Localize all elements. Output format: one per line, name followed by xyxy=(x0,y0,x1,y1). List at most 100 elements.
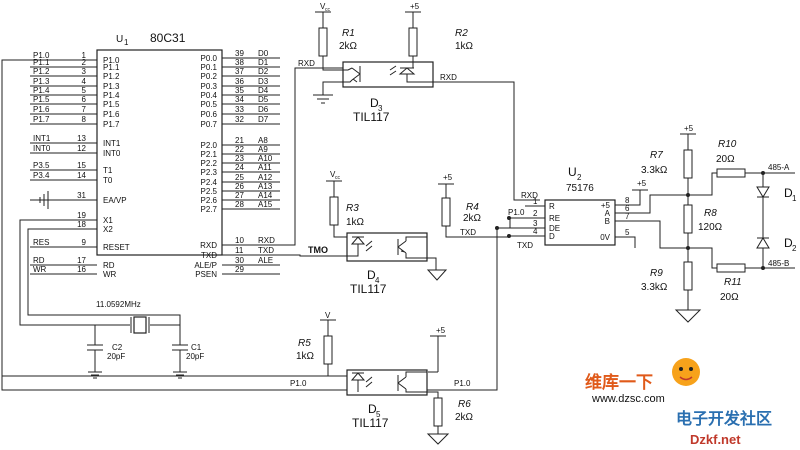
mcu-right-pin-number: 21 xyxy=(235,136,244,145)
r3-ref: R3 xyxy=(346,203,359,214)
mcu-right-pin-name: P0.6 xyxy=(201,110,218,119)
crystal-label: 11.0592MHz xyxy=(96,300,141,309)
mcu-left-pin-name: INT1 xyxy=(103,139,121,148)
mcu-right-pin-number: 11 xyxy=(235,246,244,255)
d5-p10-out: P1.0 xyxy=(454,379,471,388)
r7-value: 3.3kΩ xyxy=(641,165,668,176)
mcu-right-pin-net: A14 xyxy=(258,191,273,200)
mcu-left-pin-number: 14 xyxy=(77,171,86,180)
mcu-left-pin-number: 15 xyxy=(77,161,86,170)
mcu-right-pin-net: D3 xyxy=(258,77,269,86)
d3-package xyxy=(342,61,434,88)
mcu-left-pin-number: 18 xyxy=(77,220,86,229)
svg-text:V: V xyxy=(330,170,336,179)
mcu-left-pin-number: 8 xyxy=(82,115,87,124)
svg-text:cc: cc xyxy=(335,175,341,181)
mcu-left-pin-name: P1.1 xyxy=(103,63,120,72)
mcu-right-pin-number: 27 xyxy=(235,191,244,200)
tmo-label: TMO xyxy=(308,245,328,255)
r10-value: 20Ω xyxy=(716,154,735,165)
mascot-logo xyxy=(672,358,700,386)
mcu-right-pin-number: 22 xyxy=(235,145,244,154)
mcu-left-pin-net: RES xyxy=(33,238,49,247)
c1-value: 20pF xyxy=(186,352,204,361)
mcu-left-pin-net: INT0 xyxy=(33,144,51,153)
mcu-left-pin-number: 2 xyxy=(82,58,87,67)
r1-resistor xyxy=(318,27,328,57)
d3-plus5: +5 xyxy=(410,2,420,11)
r3-value: 1kΩ xyxy=(346,217,365,228)
mcu-left-pin-number: 6 xyxy=(82,95,87,104)
crystal-circuit: 11.0592MHz C2 20pF C1 20pF xyxy=(19,219,204,379)
c2-value: 20pF xyxy=(107,352,125,361)
mcu-left-pin-net: P3.5 xyxy=(33,161,50,170)
mcu-right-pin-name: P2.1 xyxy=(201,150,218,159)
mcu-left-pin-net: P1.5 xyxy=(33,95,50,104)
mcu-right-pin-name: P0.2 xyxy=(201,72,218,81)
mcu-right-pin-number: 25 xyxy=(235,173,244,182)
mcu-right-pin-number: 26 xyxy=(235,182,244,191)
mcu-right-pin-number: 32 xyxy=(235,115,244,124)
rs485-network: +5 R7 3.3kΩ R8 120Ω R9 3.3kΩ +5 R10 20Ω … xyxy=(620,124,797,323)
mcu-right-pin-name: P2.5 xyxy=(201,187,218,196)
mcu-body xyxy=(96,49,223,256)
mcu-right-pin-net: D4 xyxy=(258,86,269,95)
mcu-right-pin-name: P0.7 xyxy=(201,120,218,129)
r9-ref: R9 xyxy=(650,268,663,279)
watermark: 维库一下 www.dzsc.com 电子开发社区 Dzkf.net xyxy=(585,358,772,447)
mcu-left-pin-name: EA/VP xyxy=(103,196,127,205)
u2-left-pin-number: 1 xyxy=(533,197,538,206)
p10-net-wire xyxy=(1,59,540,391)
mcu-right-pin-net: A13 xyxy=(258,182,273,191)
mcu-right-pin-name: ALE/P xyxy=(194,261,217,270)
u2-left-pin-name: RE xyxy=(549,214,560,223)
svg-text:+5: +5 xyxy=(684,124,694,133)
mcu-left-pin-name: T1 xyxy=(103,166,113,175)
r2-resistor xyxy=(408,27,418,57)
r8-ref: R8 xyxy=(704,208,717,219)
r11-resistor xyxy=(716,263,746,273)
tvs-diodes xyxy=(756,173,770,268)
u2-right-pin-number: 5 xyxy=(625,228,630,237)
mcu-right-pin-number: 38 xyxy=(235,58,244,67)
mcu-right-pin-name: P2.3 xyxy=(201,168,218,177)
r6-value: 2kΩ xyxy=(455,412,474,423)
mcu-left-pin-number: 3 xyxy=(82,67,87,76)
opto-d3: V cc R1 2kΩ +5 R2 1kΩ D 3 TIL117 RXD RXD xyxy=(230,2,525,246)
c1-ref: C1 xyxy=(191,343,202,352)
mcu-right-pin-name: P2.7 xyxy=(201,205,218,214)
mcu-left-pin-net: RD xyxy=(33,256,45,265)
mcu-left-pin-name: P1.0 xyxy=(103,56,120,65)
ea-ground xyxy=(39,191,97,209)
mcu-right-pin-number: 35 xyxy=(235,86,244,95)
mcu-right-pin-net: D1 xyxy=(258,58,269,67)
u2-body xyxy=(544,199,616,246)
c2-capacitor xyxy=(87,325,103,379)
mcu-right-pin-net: A11 xyxy=(258,163,272,172)
d4-package xyxy=(346,232,428,262)
crystal xyxy=(133,316,147,334)
mcu-right-pin-name: RXD xyxy=(200,241,217,250)
mcu-left-pin-number: 17 xyxy=(77,256,86,265)
mcu-left-pin-net: P1.6 xyxy=(33,105,50,114)
r9-value: 3.3kΩ xyxy=(641,282,668,293)
r5-value: 1kΩ xyxy=(296,351,315,362)
r7-ref: R7 xyxy=(650,150,663,161)
mcu-right-pin-net: A12 xyxy=(258,173,273,182)
d1-ref: D xyxy=(784,186,793,200)
mcu-right-pin-number: 34 xyxy=(235,95,244,104)
mcu-left-pin-number: 31 xyxy=(77,191,86,200)
watermark-brand: 电子开发社区 xyxy=(676,409,772,428)
mcu-ref: U xyxy=(116,34,123,45)
mcu-left-pin-net: INT1 xyxy=(33,134,51,143)
r4-value: 2kΩ xyxy=(463,213,482,224)
mcu-right-pin-name: P2.4 xyxy=(201,178,218,187)
mcu-right-pin-net: D0 xyxy=(258,49,269,58)
r4-resistor xyxy=(441,197,451,227)
mcu-left-pin-net: WR xyxy=(33,265,47,274)
mcu-right-pin-net: A15 xyxy=(258,200,273,209)
mcu-left-pin-number: 1 xyxy=(82,51,87,60)
